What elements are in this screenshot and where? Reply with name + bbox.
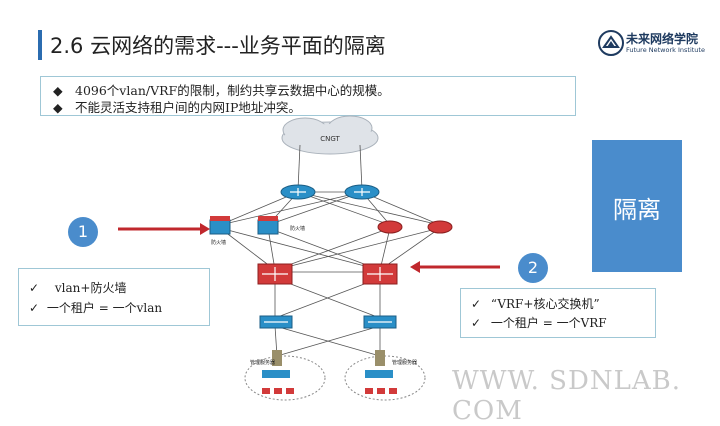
bullet-list: ◆4096个vlan/VRF的限制，制约共享云数据中心的规模。 ◆不能灵活支持租… bbox=[40, 76, 576, 116]
note-vrf-core-switch: ✓ “VRF+核心交换机” ✓ 一个租户 = 一个VRF bbox=[460, 288, 656, 338]
arrow-to-core-switch bbox=[410, 261, 500, 273]
callout-badge-2: 2 bbox=[518, 253, 548, 283]
diamond-icon: ◆ bbox=[53, 100, 63, 115]
firewall-left-1: 防火墙 bbox=[209, 216, 231, 246]
check-icon: ✓ bbox=[29, 281, 40, 295]
check-icon: ✓ bbox=[471, 297, 482, 311]
network-diagram: CNGT bbox=[118, 115, 500, 401]
arrow-to-firewall bbox=[118, 223, 210, 235]
firewall-label: 防火墙 bbox=[211, 239, 226, 246]
check-icon: ✓ bbox=[471, 316, 482, 330]
bullet-item: ◆4096个vlan/VRF的限制，制约共享云数据中心的规模。 bbox=[53, 83, 390, 98]
firewall-left-2: 防火墙 bbox=[257, 216, 305, 235]
note-vlan-firewall: ✓ vlan+防火墙 ✓ 一个租户 = 一个vlan bbox=[18, 268, 210, 326]
title-accent-bar bbox=[38, 30, 42, 60]
server-cluster-left: 管理服务器 bbox=[244, 350, 326, 401]
note-item: ✓ “VRF+核心交换机” bbox=[471, 297, 600, 311]
isolation-label-box: 隔离 bbox=[592, 140, 682, 272]
core-switch-left bbox=[257, 263, 293, 285]
bullet-item: ◆不能灵活支持租户间的内网IP地址冲突。 bbox=[53, 100, 301, 115]
core-switch-right bbox=[362, 263, 398, 285]
callout-badge-1: 1 bbox=[68, 217, 98, 247]
agg-switch-right bbox=[363, 315, 397, 329]
router-right bbox=[344, 184, 380, 200]
page-title: 2.6 云网络的需求---业务平面的隔离 bbox=[50, 34, 386, 58]
firewall-label: 防火墙 bbox=[290, 225, 305, 232]
institute-logo: 未来网络学院 Future Network Institute bbox=[598, 28, 708, 62]
note-item: ✓ 一个租户 = 一个vlan bbox=[29, 301, 163, 315]
edge-router-right-2 bbox=[427, 220, 453, 234]
server-label: 管理服务器 bbox=[392, 359, 417, 366]
diamond-icon: ◆ bbox=[53, 83, 63, 98]
watermark: WWW. SDNLAB. COM bbox=[452, 366, 681, 426]
logo-text-cn: 未来网络学院 bbox=[626, 32, 699, 46]
logo-text-en: Future Network Institute bbox=[626, 46, 705, 54]
internet-cloud: CNGT bbox=[281, 115, 379, 155]
router-left bbox=[280, 184, 316, 200]
server-cluster-right: 管理服务器 bbox=[344, 350, 426, 401]
diagram-links bbox=[219, 144, 441, 357]
isolation-label: 隔离 bbox=[613, 196, 661, 224]
logo-icon bbox=[598, 30, 624, 56]
agg-switch-left bbox=[259, 315, 293, 329]
cloud-label: CNGT bbox=[320, 135, 340, 143]
server-label: 管理服务器 bbox=[250, 359, 275, 366]
check-icon: ✓ bbox=[29, 301, 40, 315]
note-item: ✓ 一个租户 = 一个VRF bbox=[471, 316, 607, 330]
edge-router-right-1 bbox=[377, 220, 403, 234]
note-item: ✓ vlan+防火墙 bbox=[29, 281, 127, 295]
